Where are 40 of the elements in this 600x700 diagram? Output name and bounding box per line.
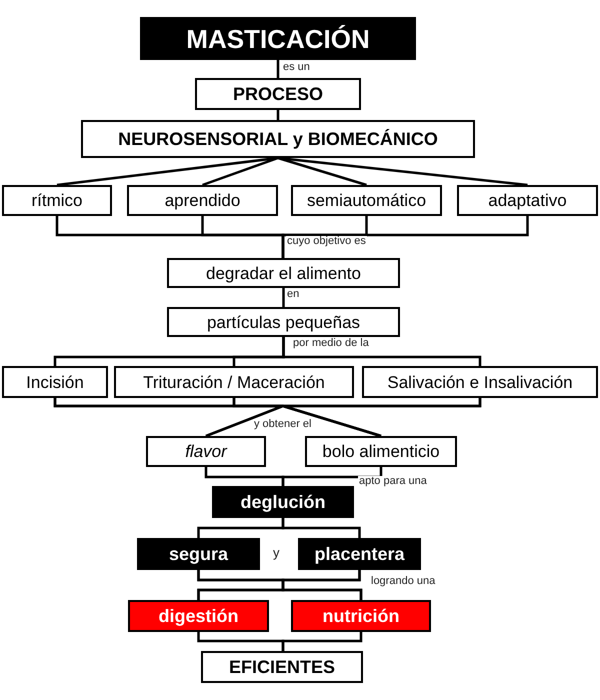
concept-box: Trituración / Maceración	[114, 366, 354, 398]
connector-line	[276, 60, 280, 78]
concept-box: EFICIENTES	[201, 651, 363, 683]
concept-box: PROCESO	[195, 78, 361, 110]
concept-box: rítmico	[2, 185, 112, 216]
edge-label: cuyo objetivo es	[286, 236, 367, 247]
connector-line	[282, 337, 482, 366]
edge-label: logrando una	[370, 576, 436, 587]
concept-box: segura	[137, 538, 260, 570]
connector-line	[282, 398, 482, 438]
concept-box: flavor	[146, 436, 266, 467]
concept-box: partículas pequeñas	[167, 307, 400, 337]
edge-label: apto para una	[358, 476, 428, 487]
edge-label: por medio de la	[292, 338, 370, 349]
edge-label: es un	[282, 62, 311, 73]
connector-line	[278, 156, 528, 186]
connector-word: y	[273, 546, 280, 559]
concept-box: aprendido	[127, 185, 278, 216]
concept-box: NEUROSENSORIAL y BIOMECÁNICO	[81, 120, 475, 158]
concept-box: bolo alimenticio	[305, 436, 457, 467]
connector-line	[282, 518, 361, 538]
connector-line	[282, 570, 362, 600]
connector-line	[282, 216, 529, 258]
concept-box: degradar el alimento	[167, 258, 400, 288]
connector-line	[278, 156, 367, 186]
concept-box: deglución	[212, 486, 354, 518]
concept-box: placentera	[298, 538, 421, 570]
connector-line	[276, 110, 280, 120]
concept-box: nutrición	[291, 600, 431, 632]
edge-label: en	[286, 289, 300, 300]
concept-box: MASTICACIÓN	[140, 17, 416, 60]
connector-line	[282, 288, 285, 307]
connector-line	[282, 632, 362, 651]
concept-box: semiautomático	[291, 185, 442, 216]
concept-box: digestión	[128, 600, 269, 632]
connector-line	[202, 156, 278, 186]
concept-box: Salivación e Insalivación	[362, 366, 598, 398]
concept-box: adaptativo	[457, 185, 598, 216]
concept-box: Incisión	[2, 366, 108, 398]
edge-label: y obtener el	[253, 419, 312, 430]
